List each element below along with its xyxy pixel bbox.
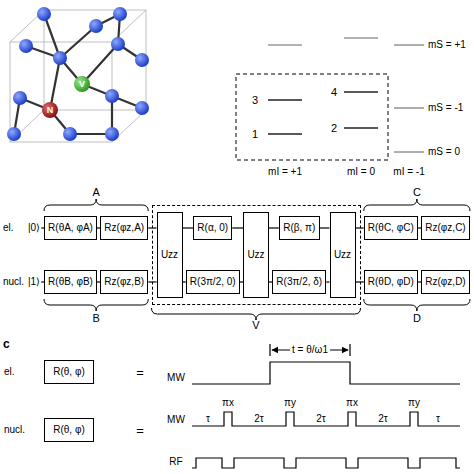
pulse-label: πx	[222, 398, 234, 408]
gate-box: R(θB, φB)	[44, 270, 97, 294]
gate-box: R(θA, φA)	[44, 216, 97, 240]
level-number: 3	[252, 95, 258, 106]
pulse-label: πx	[346, 398, 358, 408]
gate-label: R(β, π)	[283, 223, 315, 233]
initial-state: |0⟩	[28, 223, 40, 233]
spin-state-label: mS = 0	[428, 147, 460, 157]
gate-box: R(3π/2, δ)	[272, 270, 326, 294]
vacancy-atom	[74, 76, 90, 92]
gate-box: R(θD, φD)	[364, 270, 418, 294]
panel-letter: c	[3, 338, 10, 350]
level-number: 1	[252, 129, 258, 140]
spin-state-label: mS = -1	[428, 103, 463, 113]
bracket	[364, 199, 470, 211]
delay-label: 2τ	[316, 414, 326, 424]
delay-label: 2τ	[254, 414, 264, 424]
gate-label: R(θC, φC)	[368, 223, 414, 233]
bonds	[14, 14, 142, 134]
qubit-wire	[232, 227, 243, 228]
gate-box: Rz(φz,A)	[100, 216, 148, 240]
bracket-label: A	[92, 187, 99, 198]
gate-box: Rz(φz,D)	[421, 270, 470, 294]
nitrogen-atom	[42, 102, 58, 118]
qubit-wire	[269, 227, 279, 228]
gate-label: R(θA, φA)	[48, 223, 93, 233]
atom-label: V	[79, 80, 85, 89]
gate-box: Rz(φz,B)	[100, 270, 148, 294]
bracket-label: C	[413, 187, 421, 198]
gate-label: Uzz	[247, 250, 264, 260]
atoms	[7, 7, 149, 141]
gate-label: Rz(φz,A)	[104, 223, 144, 233]
group-label: V	[252, 320, 259, 331]
channel-label: MW	[167, 415, 185, 425]
pulse-label: πy	[284, 398, 296, 408]
delay-label: 2τ	[378, 414, 388, 424]
gate-box: R(θC, φC)	[364, 216, 418, 240]
pulse-label: πy	[408, 398, 420, 408]
gate-label: R(3π/2, δ)	[276, 277, 322, 287]
gate-box: R(β, π)	[279, 216, 320, 240]
qubit-wire	[183, 227, 194, 228]
initial-state: |1⟩	[28, 277, 40, 287]
coupling-gate: Uzz	[330, 212, 356, 298]
gate-box: Rz(φz,C)	[421, 216, 470, 240]
gate-label: Rz(φz,D)	[425, 277, 465, 287]
bracket	[152, 308, 361, 320]
bracket	[44, 199, 148, 211]
nuclear-state-label: mI = 0	[347, 167, 375, 177]
channel-label: MW	[167, 373, 185, 383]
gate-box: R(3π/2, 0)	[186, 270, 240, 294]
delay-label: τ	[206, 414, 210, 424]
gate-box: R(θ, φ)	[44, 360, 94, 384]
level-number: 4	[331, 87, 337, 98]
gate-label: Uzz	[161, 250, 178, 260]
gate-label: R(θB, φB)	[48, 277, 93, 287]
gate-label: R(θ, φ)	[53, 425, 84, 435]
gate-label: Rz(φz,B)	[104, 277, 144, 287]
channel-label: RF	[169, 457, 182, 467]
equals-sign: =	[136, 366, 144, 379]
bracket	[44, 299, 148, 311]
gate-label: R(θD, φD)	[368, 277, 414, 287]
unit-cell	[10, 10, 146, 142]
pulse-diagram	[192, 344, 460, 468]
gate-box: R(θ, φ)	[44, 418, 94, 442]
qubit-label: el.	[4, 367, 15, 377]
coupling-gate: Uzz	[157, 212, 183, 298]
bracket-label: B	[92, 313, 99, 324]
bracket	[364, 299, 470, 311]
gate-label: R(3π/2, 0)	[190, 277, 236, 287]
gate-label: R(α, 0)	[197, 223, 228, 233]
duration-label: t = θ/ω1	[290, 345, 330, 355]
gate-box: R(α, 0)	[193, 216, 232, 240]
nuclear-state-label: mI = -1	[393, 167, 424, 177]
sequence-group: VUzzR(α, 0)R(3π/2, 0)UzzR(β, π)R(3π/2, δ…	[152, 205, 361, 305]
gate-label: Rz(φz,C)	[425, 223, 465, 233]
gate-label: Uzz	[334, 250, 351, 260]
spin-state-label: mS = +1	[428, 40, 466, 50]
qubit-label: nucl.	[3, 277, 24, 287]
atom-label: N	[47, 106, 54, 115]
level-number: 2	[331, 123, 337, 134]
nuclear-state-label: mI = +1	[268, 167, 302, 177]
delay-label: τ	[436, 414, 440, 424]
bracket-label: D	[413, 313, 421, 324]
equals-sign: =	[136, 424, 144, 437]
qubit-label: nucl.	[4, 425, 25, 435]
coupling-gate: Uzz	[243, 212, 269, 298]
subspace-box	[236, 74, 388, 160]
gate-label: R(θ, φ)	[53, 367, 84, 377]
qubit-label: el.	[3, 223, 14, 233]
qubit-wire	[320, 227, 330, 228]
energy-levels	[268, 38, 424, 152]
